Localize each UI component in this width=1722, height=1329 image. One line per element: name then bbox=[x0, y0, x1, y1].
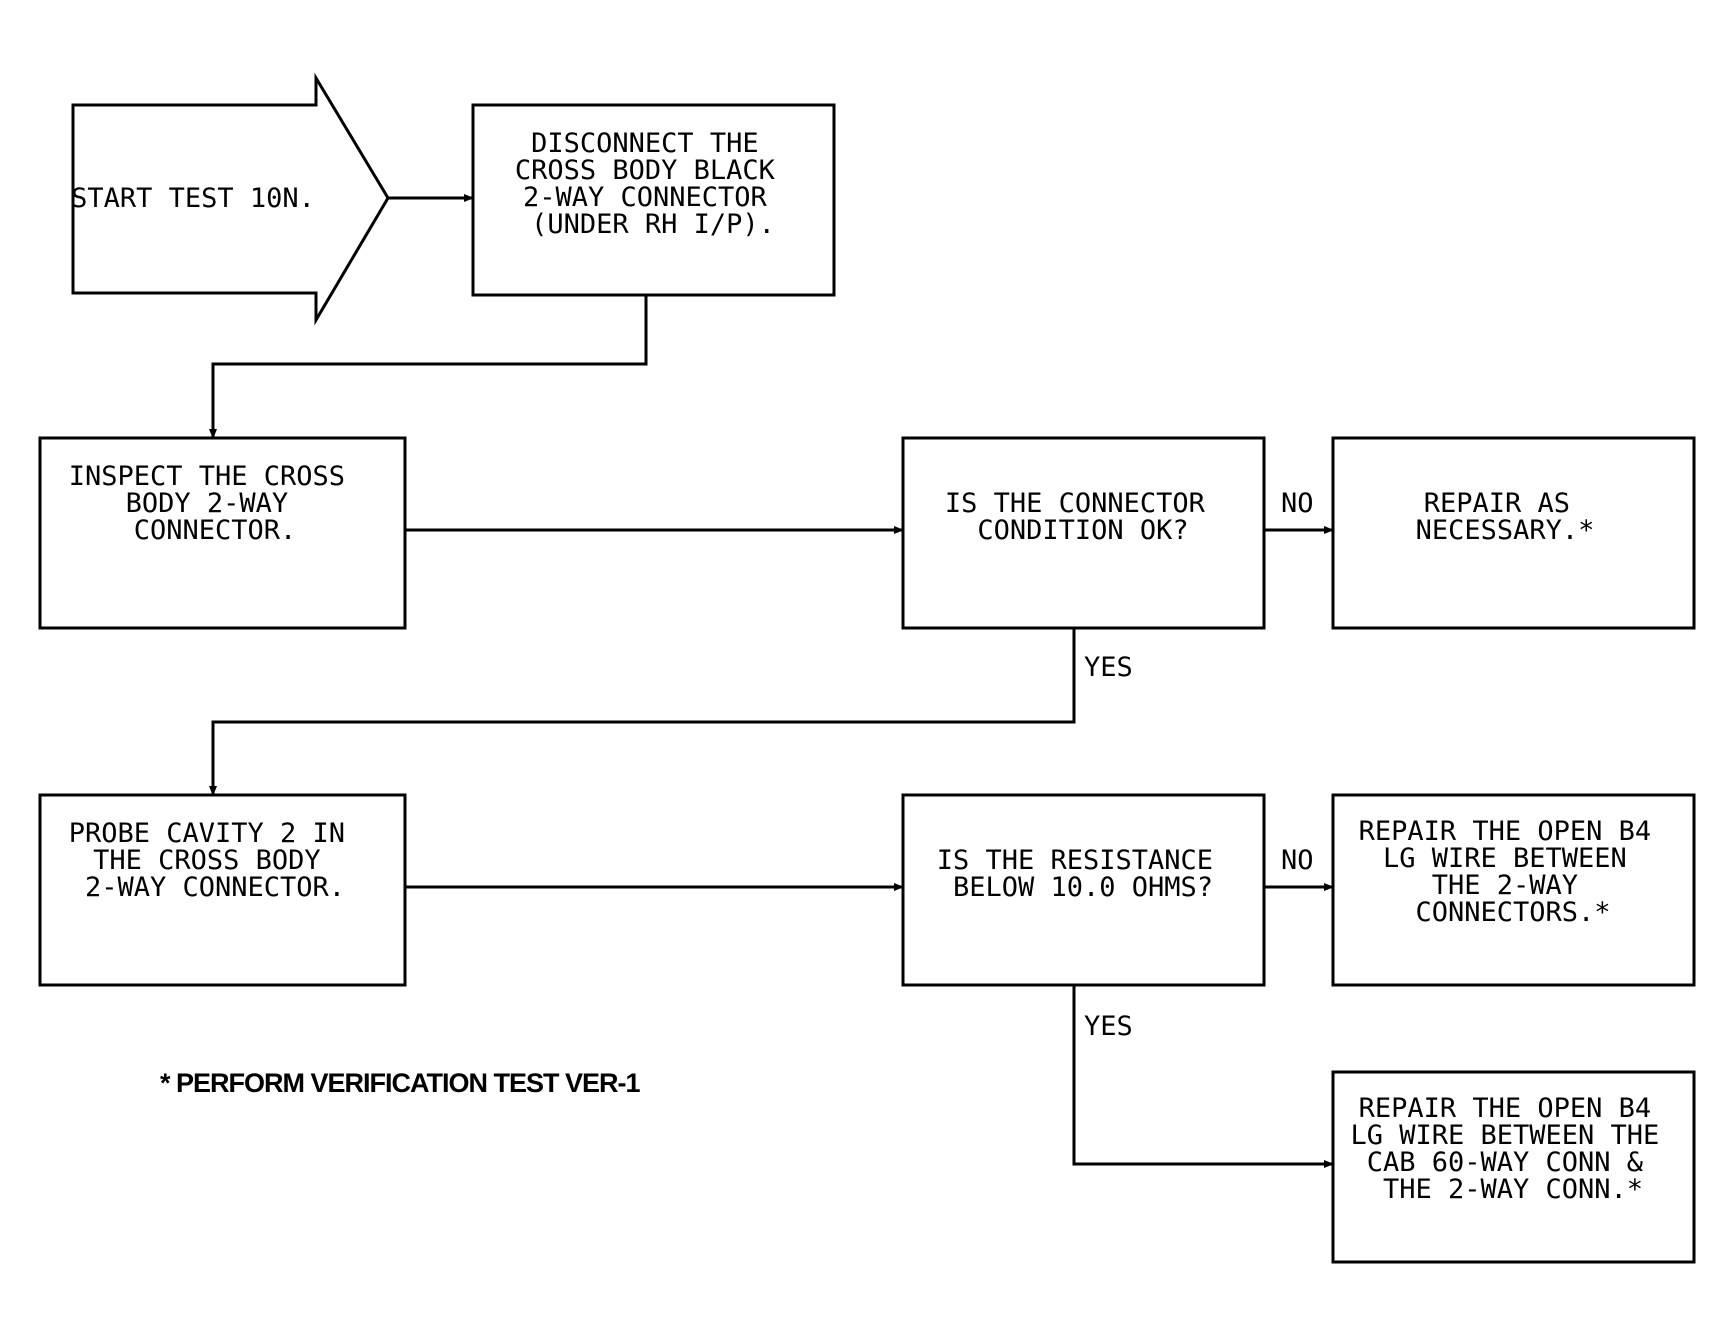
probe-box bbox=[38, 793, 407, 987]
disconnect-line-4: (UNDER RH I/P). bbox=[531, 209, 775, 240]
repair-cab60-text: REPAIR THE OPEN B4 LG WIRE BETWEEN THE C… bbox=[1350, 1093, 1675, 1205]
label-no-condition: NO bbox=[1281, 488, 1314, 519]
disconnect-text: DISCONNECT THE CROSS BODY BLACK 2-WAY CO… bbox=[515, 128, 791, 240]
connector-disconnect-to-inspect bbox=[209, 295, 648, 439]
label-no-resistance: NO bbox=[1281, 845, 1314, 876]
repair-necessary-line-2: NECESSARY.* bbox=[1416, 515, 1595, 546]
probe-text: PROBE CAVITY 2 IN THE CROSS BODY 2-WAY C… bbox=[69, 818, 362, 903]
probe-line-3: 2-WAY CONNECTOR. bbox=[85, 872, 345, 903]
repair-cab60-line-2: LG WIRE BETWEEN THE bbox=[1350, 1120, 1659, 1151]
repair-necessary-line-1: REPAIR AS bbox=[1424, 488, 1570, 519]
disconnect-line-3: 2-WAY CONNECTOR bbox=[523, 182, 768, 213]
condition-ok-text: IS THE CONNECTOR CONDITION OK? bbox=[945, 488, 1221, 546]
repair-2way-line-4: CONNECTORS.* bbox=[1415, 897, 1610, 928]
repair-necessary-text: REPAIR AS NECESSARY.* bbox=[1416, 488, 1595, 546]
repair-cab60-line-3: CAB 60-WAY CONN & bbox=[1367, 1147, 1644, 1178]
disconnect-line-1: DISCONNECT THE bbox=[531, 128, 759, 159]
inspect-line-1: INSPECT THE CROSS bbox=[69, 461, 345, 492]
condition-ok-line-2: CONDITION OK? bbox=[977, 515, 1188, 546]
repair-cab60-line-4: THE 2-WAY CONN.* bbox=[1383, 1174, 1643, 1205]
start-arrow-shape bbox=[71, 72, 390, 326]
inspect-line-3: CONNECTOR. bbox=[134, 515, 297, 546]
resistance-line-2: BELOW 10.0 OHMS? bbox=[953, 872, 1213, 903]
resistance-text: IS THE RESISTANCE BELOW 10.0 OHMS? bbox=[937, 845, 1230, 903]
disconnect-line-2: CROSS BODY BLACK bbox=[515, 155, 776, 186]
verification-note: * PERFORM VERIFICATION TEST VER-1 bbox=[160, 1068, 641, 1098]
label-yes-condition: YES bbox=[1084, 652, 1133, 683]
repair-2way-text: REPAIR THE OPEN B4 LG WIRE BETWEEN THE 2… bbox=[1359, 816, 1668, 928]
inspect-box bbox=[38, 436, 407, 630]
probe-line-2: THE CROSS BODY bbox=[93, 845, 321, 876]
inspect-text: INSPECT THE CROSS BODY 2-WAY CONNECTOR. bbox=[69, 461, 362, 546]
repair-cab60-line-1: REPAIR THE OPEN B4 bbox=[1359, 1093, 1652, 1124]
inspect-line-2: BODY 2-WAY bbox=[126, 488, 289, 519]
repair-2way-line-1: REPAIR THE OPEN B4 bbox=[1359, 816, 1652, 847]
connector-resistance-yes bbox=[1072, 985, 1334, 1168]
start-label: START TEST 10N. bbox=[71, 183, 315, 214]
condition-ok-line-1: IS THE CONNECTOR bbox=[945, 488, 1206, 519]
repair-2way-line-2: LG WIRE BETWEEN bbox=[1383, 843, 1627, 874]
probe-line-1: PROBE CAVITY 2 IN bbox=[69, 818, 345, 849]
repair-2way-line-3: THE 2-WAY bbox=[1432, 870, 1578, 901]
resistance-line-1: IS THE RESISTANCE bbox=[937, 845, 1213, 876]
connector-condition-yes bbox=[209, 628, 1076, 796]
label-yes-resistance: YES bbox=[1084, 1011, 1133, 1042]
